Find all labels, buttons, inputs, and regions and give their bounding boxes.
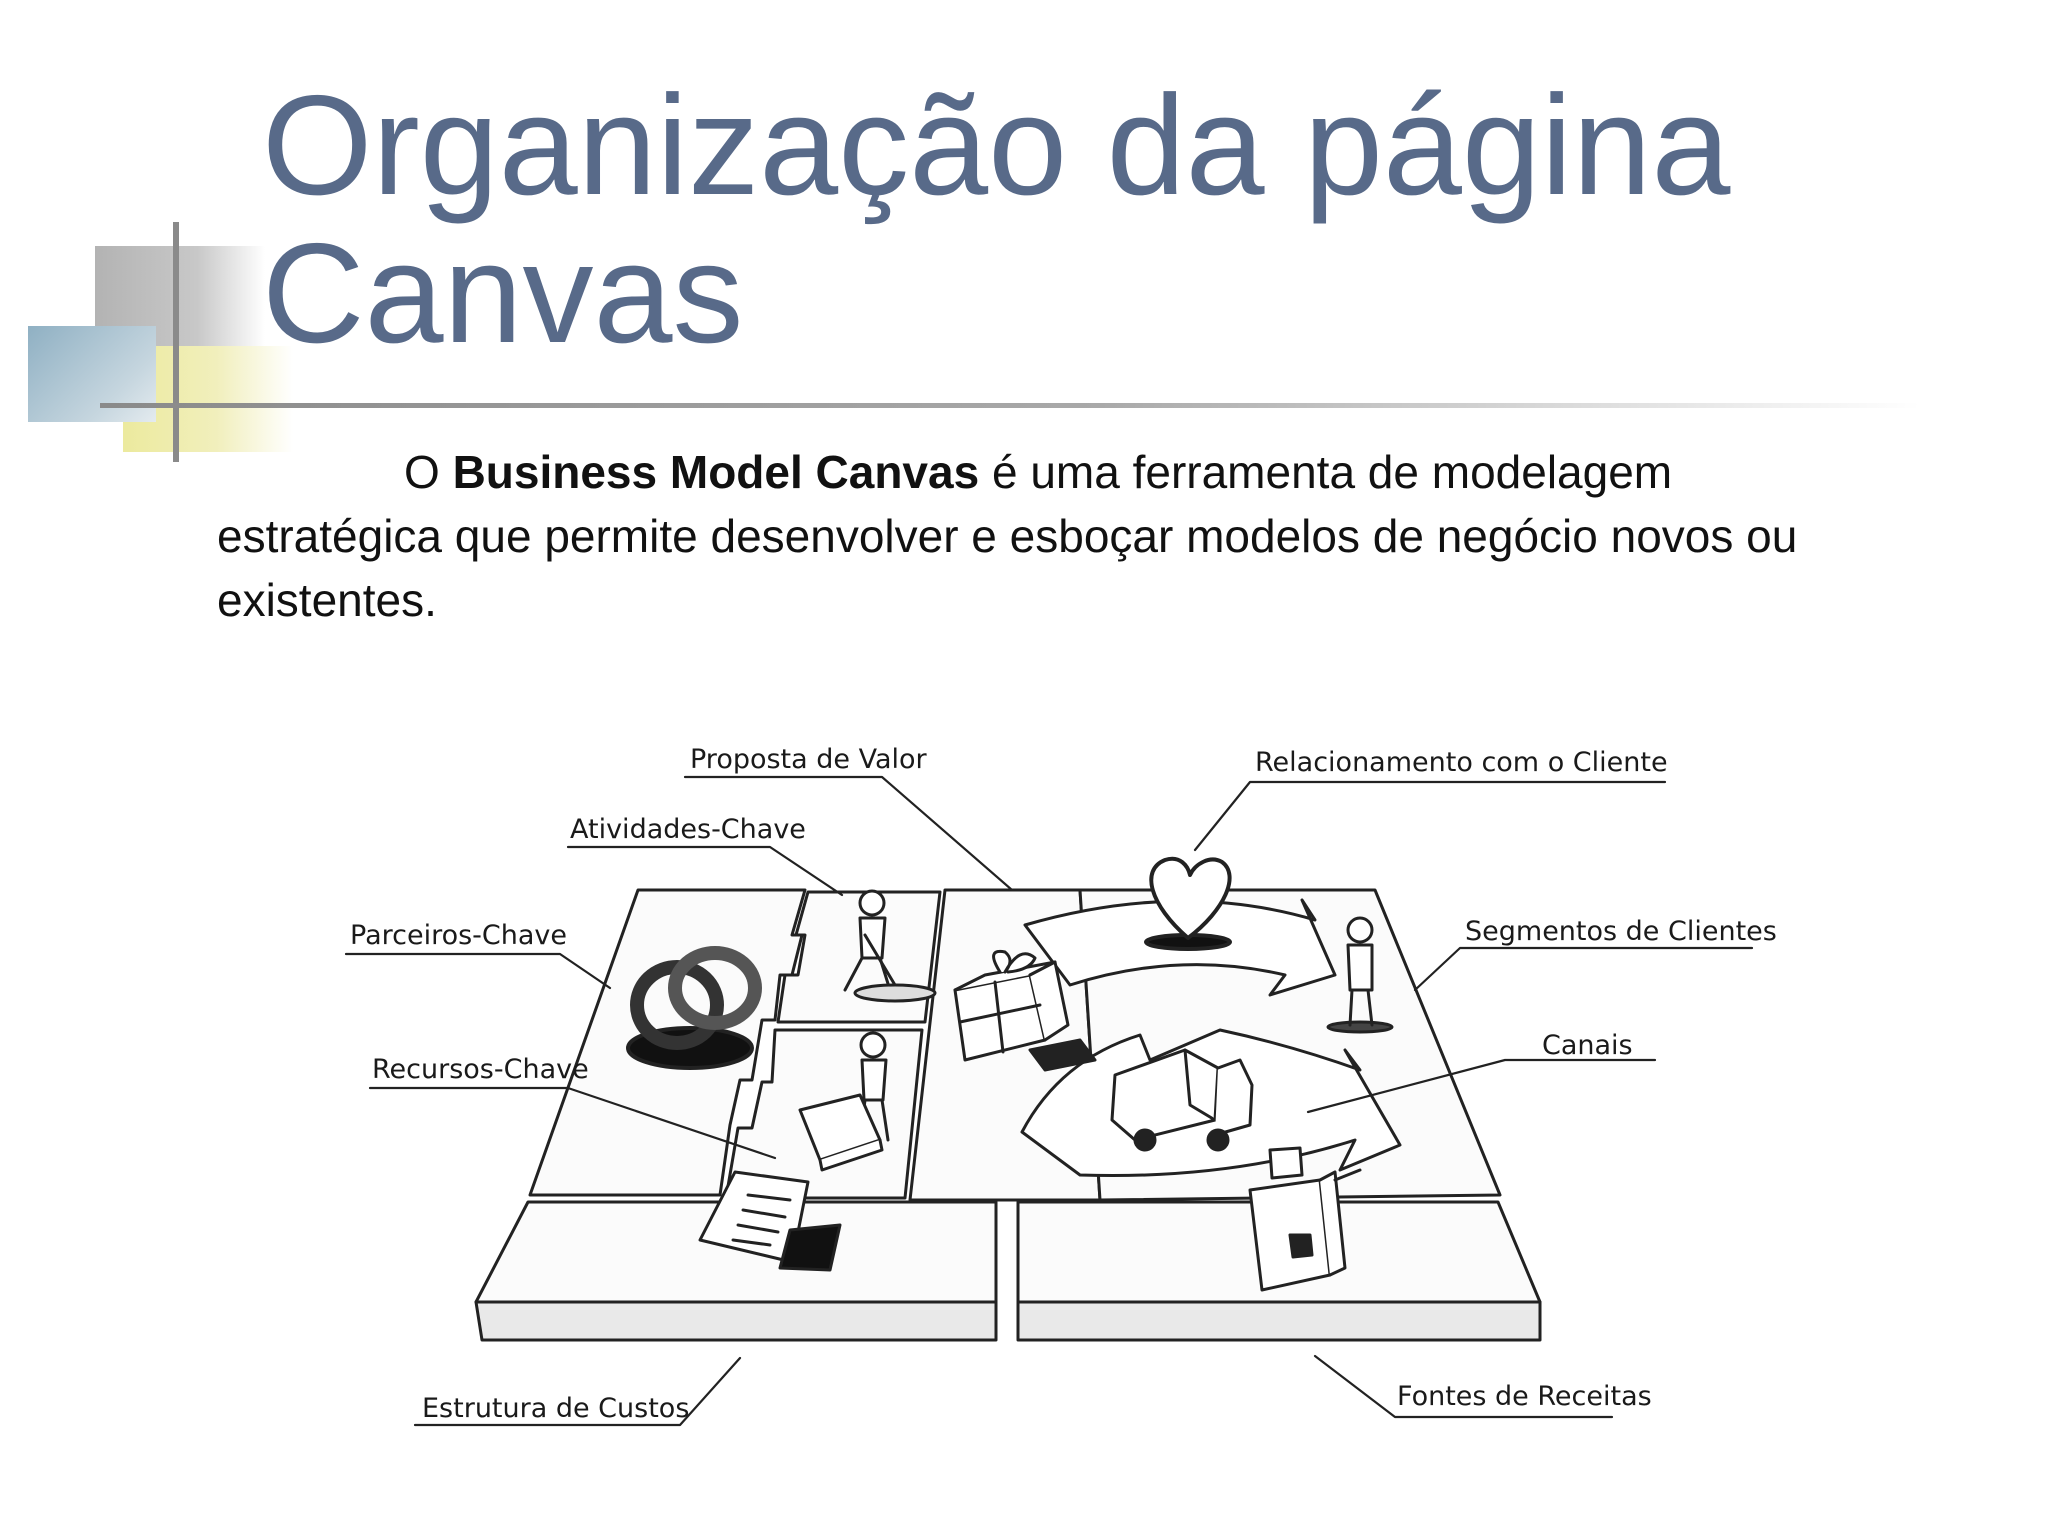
leader-canais xyxy=(1306,1058,1657,1114)
leader-lines xyxy=(344,775,1754,1427)
label-custos: Estrutura de Custos xyxy=(422,1393,689,1424)
diagram-labels: Proposta de Valor Relacionamento com o C… xyxy=(350,744,1777,1424)
panel-atividades xyxy=(776,890,942,1024)
label-parceiros: Parceiros-Chave xyxy=(350,920,567,951)
leader-recursos xyxy=(368,1086,777,1160)
label-receitas: Fontes de Receitas xyxy=(1397,1381,1652,1412)
title-line-2: Canvas xyxy=(262,214,744,373)
title-line-1: Organização da página xyxy=(262,66,1731,225)
intro-rest: é uma ferramenta de modelagem estratégic… xyxy=(217,446,1798,626)
heart-icon xyxy=(1144,856,1232,951)
label-relacionamento: Relacionamento com o Cliente xyxy=(1255,747,1668,778)
leader-custos xyxy=(413,1356,742,1427)
page-title: Organização da página Canvas xyxy=(262,72,1962,368)
worker-machine-icon xyxy=(798,1031,890,1172)
intro-paragraph: O Business Model Canvas é uma ferramenta… xyxy=(217,440,1877,632)
leader-receitas xyxy=(1313,1354,1614,1419)
deco-vertical-line xyxy=(173,222,179,462)
cash-register-icon xyxy=(1248,1146,1362,1292)
intro-prefix: O xyxy=(404,446,440,498)
label-segmentos: Segmentos de Clientes xyxy=(1465,916,1777,947)
leader-proposta xyxy=(683,775,1014,892)
panel-receitas-side xyxy=(1016,1300,1542,1342)
panel-custos-side xyxy=(474,1300,998,1342)
label-recursos: Recursos-Chave xyxy=(372,1054,589,1085)
leader-relacionamento xyxy=(1193,780,1667,852)
label-canais: Canais xyxy=(1542,1030,1633,1061)
intro-bold-term: Business Model Canvas xyxy=(452,446,980,498)
rings-icon xyxy=(626,946,762,1070)
leader-segmentos xyxy=(1413,946,1754,992)
label-atividades: Atividades-Chave xyxy=(570,814,806,845)
customer-person-icon xyxy=(1326,916,1394,1034)
worker-digging-icon xyxy=(843,889,937,1003)
leader-parceiros xyxy=(344,952,612,990)
leader-atividades xyxy=(566,845,844,897)
document-icon xyxy=(698,1170,842,1272)
gift-icon xyxy=(953,949,1097,1072)
title-underline xyxy=(100,403,1920,408)
truck-icon xyxy=(1110,1048,1254,1152)
label-proposta-valor: Proposta de Valor xyxy=(690,744,928,775)
